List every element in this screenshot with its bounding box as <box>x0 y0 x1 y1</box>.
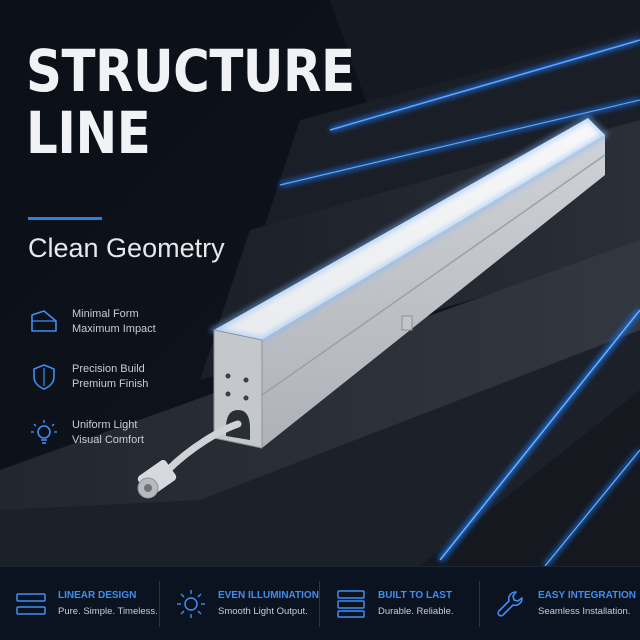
benefit-text: EVEN ILLUMINATION Smooth Light Output. <box>218 589 319 619</box>
benefit-title: BUILT TO LAST <box>378 590 453 601</box>
fixture-end-cap <box>213 329 263 449</box>
feature-text: Minimal Form Maximum Impact <box>72 307 156 337</box>
benefit-text: BUILT TO LAST Durable. Reliable. <box>378 589 454 619</box>
screw-hole <box>243 395 249 401</box>
background-step-middle <box>260 30 640 240</box>
title-accent-rule <box>28 217 102 220</box>
benefit-text: EASY INTEGRATION Seamless Installation. <box>538 589 636 619</box>
led-light-lines <box>279 37 640 568</box>
feature-minimal-form: Minimal Form Maximum Impact <box>28 306 156 338</box>
lightbulb-icon <box>28 417 60 449</box>
benefit-title: EASY INTEGRATION <box>538 590 636 601</box>
sun-icon <box>174 587 208 621</box>
benefit-title: EVEN ILLUMINATION <box>218 590 319 601</box>
minimal-form-icon <box>28 306 60 338</box>
power-cable <box>164 420 242 474</box>
fixture-clip <box>401 315 413 331</box>
feature-text: Precision Build Premium Finish <box>72 362 148 392</box>
feature-precision-build: Precision Build Premium Finish <box>28 361 148 393</box>
title-line-line: LINE <box>26 99 151 167</box>
screw-hole <box>243 377 249 383</box>
structure-line-fixture <box>137 115 609 499</box>
benefit-subtitle: Seamless Installation. <box>538 606 631 617</box>
feature-text: Uniform Light Visual Comfort <box>72 418 144 448</box>
feature-line-1: Uniform Light <box>72 419 138 431</box>
benefit-subtitle: Durable. Reliable. <box>378 606 454 617</box>
benefit-divider <box>479 581 480 627</box>
product-subtitle: Clean Geometry <box>28 233 225 263</box>
feature-line-1: Precision Build <box>72 363 145 375</box>
benefit-subtitle: Pure. Simple. Timeless. <box>58 606 158 617</box>
product-title: STRUCTURE LINE <box>26 40 355 164</box>
benefit-divider <box>319 581 320 627</box>
benefit-built-to-last: BUILT TO LAST Durable. Reliable. <box>320 567 480 640</box>
benefit-easy-integration: EASY INTEGRATION Seamless Installation. <box>480 567 640 640</box>
screw-hole <box>225 373 231 379</box>
benefit-linear-design: LINEAR DESIGN Pure. Simple. Timeless. <box>0 567 160 640</box>
feature-line-2: Premium Finish <box>72 378 149 390</box>
wrench-icon <box>494 587 528 621</box>
benefit-title: LINEAR DESIGN <box>58 590 137 601</box>
fixture-side <box>262 135 605 448</box>
benefit-subtitle: Smooth Light Output. <box>218 606 308 617</box>
feature-line-1: Minimal Form <box>72 308 139 320</box>
fixture-top <box>214 118 605 340</box>
shield-icon <box>28 361 60 393</box>
feature-line-2: Visual Comfort <box>72 434 144 446</box>
cable-connector <box>137 459 177 499</box>
feature-uniform-light: Uniform Light Visual Comfort <box>28 417 144 449</box>
feature-line-2: Maximum Impact <box>72 323 156 335</box>
stacked-layers-icon <box>334 587 368 621</box>
benefit-divider <box>159 581 160 627</box>
floor-step-far <box>420 390 640 566</box>
benefits-bar: LINEAR DESIGN Pure. Simple. Timeless. EV… <box>0 566 640 640</box>
linear-bars-icon <box>14 587 48 621</box>
fixture-groove <box>261 154 606 396</box>
title-line-structure: STRUCTURE <box>26 37 355 105</box>
screw-hole <box>225 391 231 397</box>
benefit-text: LINEAR DESIGN Pure. Simple. Timeless. <box>58 589 158 619</box>
benefit-even-illumination: EVEN ILLUMINATION Smooth Light Output. <box>160 567 320 640</box>
